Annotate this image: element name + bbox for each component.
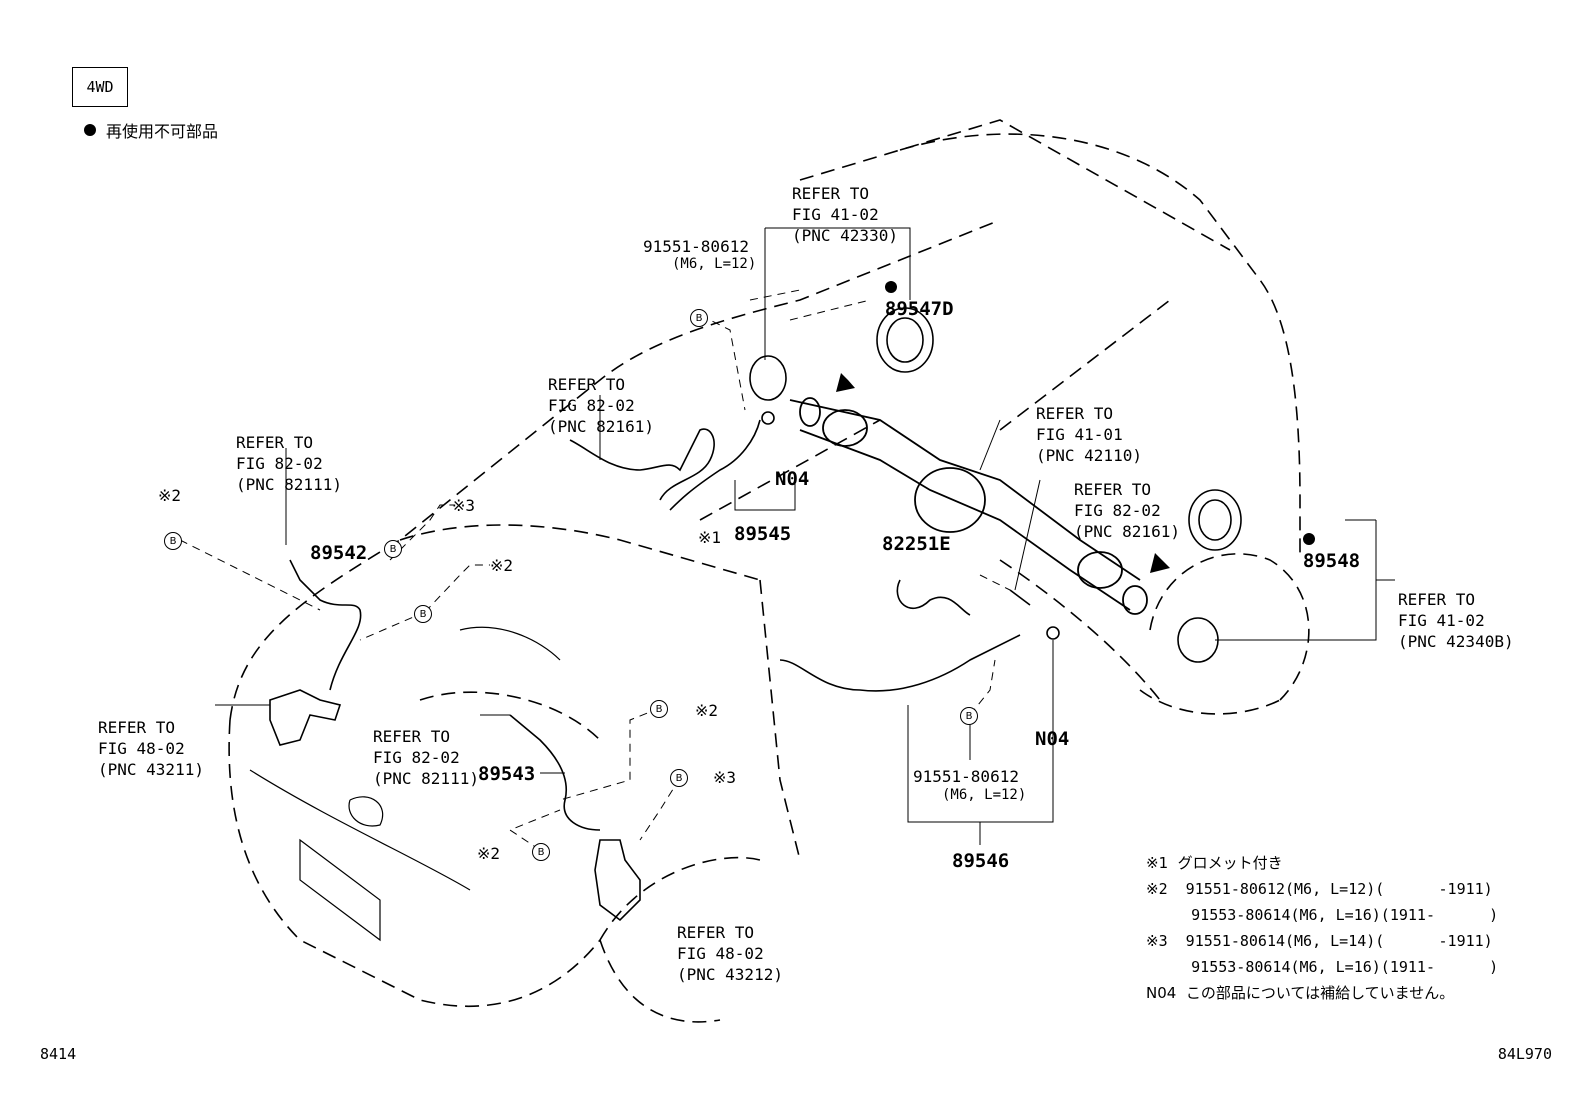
note-2: ※2 91551-80612(M6, L=12)( -1911): [1146, 880, 1493, 898]
mark-2c: ※2: [695, 701, 719, 720]
front-right-knuckle: [594, 839, 641, 922]
figure-code-left: 8414: [40, 1045, 77, 1063]
bolt-b-marker[interactable]: B: [670, 769, 688, 787]
drive-type-badge: 4WD: [72, 67, 128, 107]
part-89546[interactable]: 89546: [952, 850, 1010, 872]
sensor-wires: [289, 419, 1031, 831]
bolt-b-marker[interactable]: B: [960, 707, 978, 725]
figure-code-right: 84L970: [1497, 1045, 1552, 1063]
part-n04-a[interactable]: N04: [775, 468, 810, 490]
mark-3b: ※3: [713, 768, 737, 787]
part-89548[interactable]: 89548: [1280, 506, 1360, 572]
note-6: N04 この部品については補給していません。: [1146, 984, 1455, 1002]
bolt-b-marker[interactable]: B: [384, 540, 402, 558]
bolt-b-marker[interactable]: B: [164, 532, 182, 550]
mark-3a: ※3: [452, 496, 476, 515]
mark-2a: ※2: [158, 486, 182, 505]
part-82251e[interactable]: 82251E: [882, 533, 951, 555]
note-4: ※3 91551-80614(M6, L=14)( -1911): [1146, 932, 1493, 950]
right-rear-hub: [1177, 617, 1219, 663]
part-89547d[interactable]: 89547D: [862, 254, 954, 320]
mark-1: ※1: [698, 528, 722, 547]
direction-arrows: [836, 365, 1180, 573]
bolt-b-marker[interactable]: B: [532, 843, 550, 861]
part-89542[interactable]: 89542: [310, 542, 368, 564]
legend: 再使用不可部品: [84, 118, 218, 142]
part-89545[interactable]: 89545: [734, 523, 792, 545]
tone-rings: [876, 307, 1242, 551]
bolt-part-b[interactable]: 91551-80612: [913, 767, 1019, 786]
bolt-b-marker[interactable]: B: [650, 700, 668, 718]
part-89543[interactable]: 89543: [478, 763, 536, 785]
bolt-leaders: [179, 289, 1011, 851]
non-reusable-dot-icon: [884, 281, 897, 293]
note-1: ※1 グロメット付き: [1146, 854, 1283, 872]
bolt-spec-b: (M6, L=12): [942, 787, 1027, 803]
rear-axle: [789, 397, 1148, 615]
non-reusable-dot-icon: [84, 124, 96, 136]
leader-lines: [215, 227, 1395, 845]
bolt-spec-a: (M6, L=12): [672, 256, 757, 272]
note-3: 91553-80614(M6, L=16)(1911- ): [1146, 906, 1499, 924]
part-n04-b[interactable]: N04: [1035, 728, 1070, 750]
bolt-part-a[interactable]: 91551-80612: [643, 237, 749, 256]
front-left-knuckle: [269, 689, 342, 746]
mark-2b: ※2: [490, 556, 514, 575]
gasket-n04-a: [761, 411, 775, 425]
legend-text: 再使用不可部品: [106, 122, 219, 141]
front-grille: [249, 626, 561, 942]
left-rear-hub: [749, 355, 787, 401]
non-reusable-dot-icon: [1302, 533, 1315, 545]
bolt-b-marker[interactable]: B: [690, 309, 708, 327]
gasket-n04-b: [1046, 626, 1060, 640]
footnotes: ※1 グロメット付き ※2 91551-80612(M6, L=12)( -19…: [1146, 850, 1498, 1006]
note-5: 91553-80614(M6, L=16)(1911- ): [1146, 958, 1499, 976]
bolt-b-marker[interactable]: B: [414, 605, 432, 623]
mark-2d: ※2: [477, 844, 501, 863]
